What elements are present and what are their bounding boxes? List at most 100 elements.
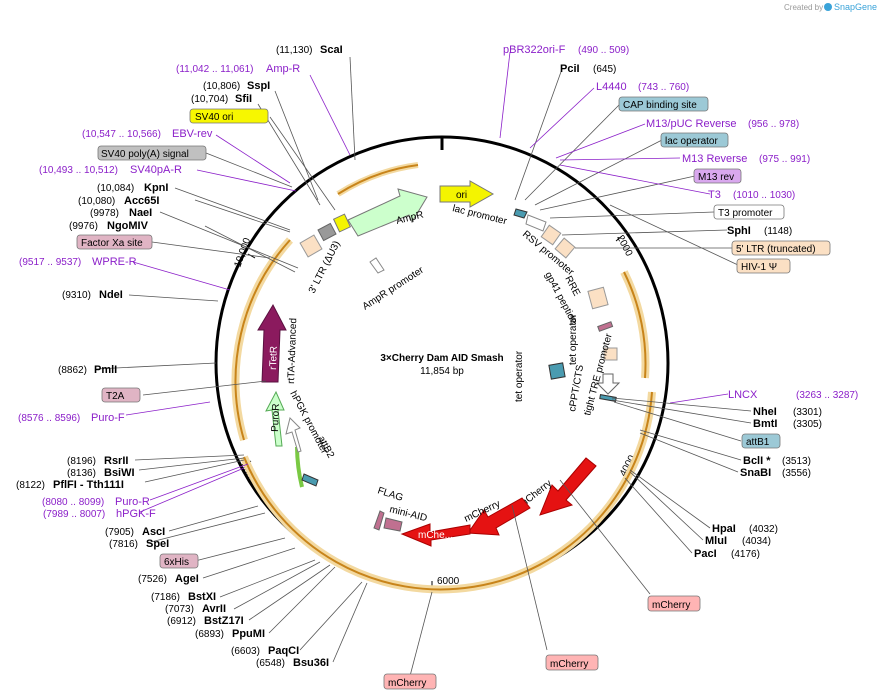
label-ltr5: 5' LTR (truncated) bbox=[736, 244, 816, 255]
enzyme-pos-paci: (4176) bbox=[731, 549, 760, 560]
lentiviral-arcs bbox=[231, 162, 656, 594]
primer-pos-hpgkf: (7989 .. 8007) bbox=[43, 509, 105, 520]
enzyme-pcii: PciI bbox=[560, 63, 580, 75]
box-t2a bbox=[101, 387, 141, 403]
enzyme-pmli: PmlI bbox=[94, 364, 117, 376]
lac-operator-feature bbox=[513, 208, 528, 219]
enzyme-pos-snabi: (3556) bbox=[782, 468, 811, 479]
primer-pos-ampr: (11,042 .. 11,061) bbox=[176, 64, 253, 75]
cppt-feature bbox=[603, 347, 618, 361]
enzyme-bstz17i: BstZ17I bbox=[204, 615, 244, 627]
credit-brand: SnapGene bbox=[834, 2, 877, 12]
enzyme-scai: ScaI bbox=[320, 44, 343, 56]
primer-l4440: L4440 bbox=[596, 81, 627, 93]
rtetr-arrow bbox=[257, 303, 287, 383]
enzyme-agei: AgeI bbox=[175, 573, 199, 585]
tet-operator-label-2: tet operator bbox=[514, 350, 525, 402]
enzyme-asci: AscI bbox=[142, 526, 165, 538]
ltr5-feature bbox=[554, 237, 576, 259]
box-attb1 bbox=[741, 433, 781, 449]
mche-label: mChe... bbox=[418, 530, 453, 541]
plasmid-name: 3×Cherry Dam AID Smash bbox=[380, 353, 503, 364]
box-mcherry-3 bbox=[383, 673, 437, 690]
label-mcherry-3: mCherry bbox=[388, 678, 426, 689]
enzyme-pos-sphi: (1148) bbox=[764, 226, 792, 237]
enzyme-pos-pcii: (645) bbox=[593, 64, 616, 75]
enzyme-sphi: SphI bbox=[727, 225, 751, 237]
enzyme-pos-bstxi: (7186) bbox=[151, 592, 180, 603]
box-sv40polya bbox=[97, 145, 207, 161]
box-mcherry-1 bbox=[647, 595, 701, 612]
box-hiv bbox=[736, 258, 791, 274]
primer-pos-l4440: (743 .. 760) bbox=[638, 82, 689, 93]
enzyme-pos-ngomiv: (9976) bbox=[69, 221, 98, 232]
enzyme-pos-kpni: (10,084) bbox=[97, 183, 134, 194]
lac-promoter-label: lac promoter bbox=[451, 203, 508, 227]
enzyme-pos-pflfi: (8122) bbox=[16, 480, 45, 491]
primer-hpgkf: hPGK-F bbox=[116, 508, 156, 520]
box-his6 bbox=[159, 553, 199, 569]
enzyme-pos-mlui: (4034) bbox=[742, 536, 771, 547]
primer-m13rev: M13 Reverse bbox=[682, 153, 747, 165]
enzyme-spei: SpeI bbox=[146, 538, 169, 550]
enzyme-pos-bstz17i: (6912) bbox=[167, 616, 196, 627]
mcherry-arrow-2 bbox=[467, 497, 531, 536]
enzyme-pos-asci: (7905) bbox=[105, 527, 134, 538]
leader-lines bbox=[95, 51, 752, 677]
enzyme-ndei: NdeI bbox=[99, 289, 123, 301]
primer-pos-m13puc: (956 .. 978) bbox=[748, 119, 799, 130]
enzyme-pos-pmli: (8862) bbox=[58, 365, 87, 376]
tight-tre-arrow bbox=[595, 373, 621, 395]
box-ltr5 bbox=[731, 240, 831, 256]
label-m13rev: M13 rev bbox=[698, 172, 734, 183]
label-lacop: lac operator bbox=[665, 136, 718, 147]
box-lacop bbox=[660, 132, 729, 148]
enzyme-ppumi: PpuMI bbox=[232, 628, 265, 640]
enzyme-pos-ppumi: (6893) bbox=[195, 629, 224, 640]
primer-pos-purof: (8576 .. 8596) bbox=[18, 413, 80, 424]
enzyme-bsu36i: Bsu36I bbox=[293, 657, 329, 669]
label-mcherry-2: mCherry bbox=[550, 659, 588, 670]
sv40-ori-feature bbox=[332, 213, 352, 233]
box-m13rev bbox=[693, 168, 742, 184]
lac-promoter-feature bbox=[525, 214, 547, 232]
enzyme-paci: PacI bbox=[694, 548, 717, 560]
enzyme-kpni: KpnI bbox=[144, 182, 168, 194]
enzyme-sfii: SfiI bbox=[235, 93, 252, 105]
rtta-label: rtTA-Advanced bbox=[286, 318, 299, 384]
primer-pos-lncx: (3263 .. 3287) bbox=[796, 390, 858, 401]
enzyme-pos-acc65i: (10,080) bbox=[78, 196, 115, 207]
box-capsite bbox=[618, 96, 709, 112]
credit-text: Created by bbox=[784, 3, 823, 12]
ampr-promoter-label: AmpR promoter bbox=[361, 264, 427, 312]
puror-label: PuroR bbox=[270, 403, 282, 432]
ltr3-feature bbox=[299, 234, 323, 258]
enzyme-bmti: BmtI bbox=[753, 418, 777, 430]
flag-label: FLAG bbox=[376, 485, 404, 504]
label-his6: 6xHis bbox=[164, 557, 189, 568]
primer-pos-ebvrev: (10,547 .. 10,566) bbox=[82, 129, 161, 140]
gp41-feature bbox=[597, 321, 614, 332]
primer-pbr322: pBR322ori-F bbox=[503, 44, 566, 56]
sv40-polya-feature bbox=[317, 222, 337, 242]
enzyme-avrii: AvrII bbox=[202, 603, 226, 615]
primer-purof: Puro-F bbox=[91, 412, 125, 424]
ori-label: ori bbox=[456, 190, 467, 201]
enzyme-pos-agei: (7526) bbox=[138, 574, 167, 585]
ampr-promoter-feature bbox=[369, 257, 385, 274]
right-labels: pBR322ori-F (490 .. 509) PciI (645) L444… bbox=[503, 44, 858, 560]
enzyme-naei: NaeI bbox=[129, 207, 152, 219]
rre-feature bbox=[587, 286, 609, 310]
enzyme-pos-sfii: (10,704) bbox=[191, 94, 228, 105]
label-factorxa: Factor Xa site bbox=[81, 238, 143, 249]
snapgene-logo-icon bbox=[824, 3, 832, 11]
tet-operator-feature bbox=[548, 362, 566, 380]
label-t2a: T2A bbox=[106, 391, 125, 402]
enzyme-bstxi: BstXI bbox=[188, 591, 216, 603]
label-attb1: attB1 bbox=[746, 437, 770, 448]
enzyme-pos-bcli: (3513) bbox=[782, 456, 811, 467]
cppt-label: cPPT/CTS bbox=[567, 364, 586, 413]
primer-pos-pbr322: (490 .. 509) bbox=[578, 45, 629, 56]
enzyme-pos-ndei: (9310) bbox=[62, 290, 91, 301]
